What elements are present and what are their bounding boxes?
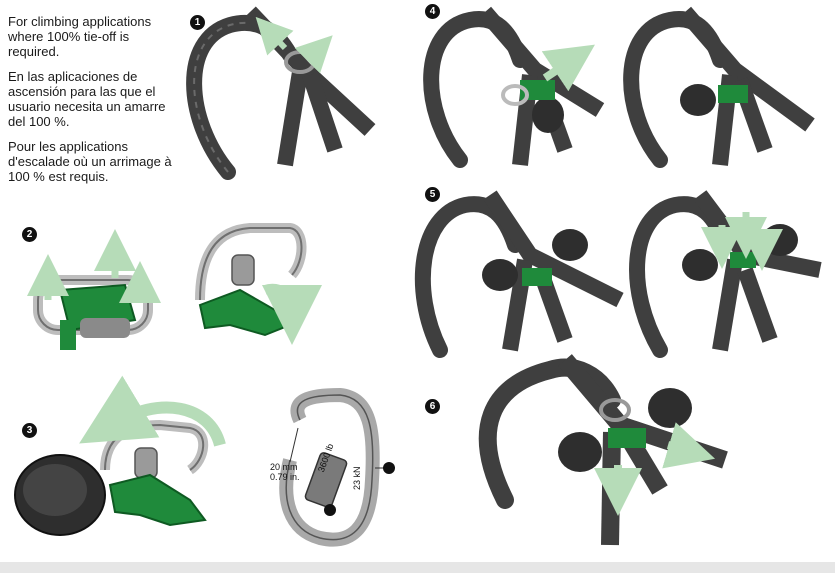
intro-spanish: En las aplicaciones de ascensión para la… bbox=[8, 69, 166, 129]
step4-harness-right bbox=[623, 6, 815, 168]
step1-harness-illustration bbox=[186, 6, 376, 180]
step3-srl-illustration bbox=[14, 375, 226, 536]
major-axis-strength-label: 23 kN bbox=[352, 466, 362, 490]
gate-opening-in: 0.79 in. bbox=[270, 472, 300, 482]
step2-connector-left bbox=[27, 229, 161, 350]
gate-opening-mm: 20 mm bbox=[270, 462, 298, 472]
step2-connector-right bbox=[195, 223, 322, 345]
step-badge-4: 4 bbox=[425, 4, 440, 19]
step-badge-2: 2 bbox=[22, 227, 37, 242]
carabiner-spec-diagram bbox=[279, 387, 395, 547]
bottom-strip bbox=[0, 562, 835, 573]
intro-english: For climbing applications where 100% tie… bbox=[8, 14, 152, 59]
step-badge-3: 3 bbox=[22, 423, 37, 438]
step6-harness-illustration bbox=[478, 354, 728, 546]
step5-harness-right bbox=[629, 190, 822, 358]
step4-harness-left bbox=[423, 6, 605, 168]
step5-harness-left bbox=[414, 190, 624, 358]
intro-french: Pour les applications d'escalade où un a… bbox=[8, 139, 172, 184]
step-badge-5: 5 bbox=[425, 187, 440, 202]
step-badge-1: 1 bbox=[190, 15, 205, 30]
step-badge-6: 6 bbox=[425, 399, 440, 414]
